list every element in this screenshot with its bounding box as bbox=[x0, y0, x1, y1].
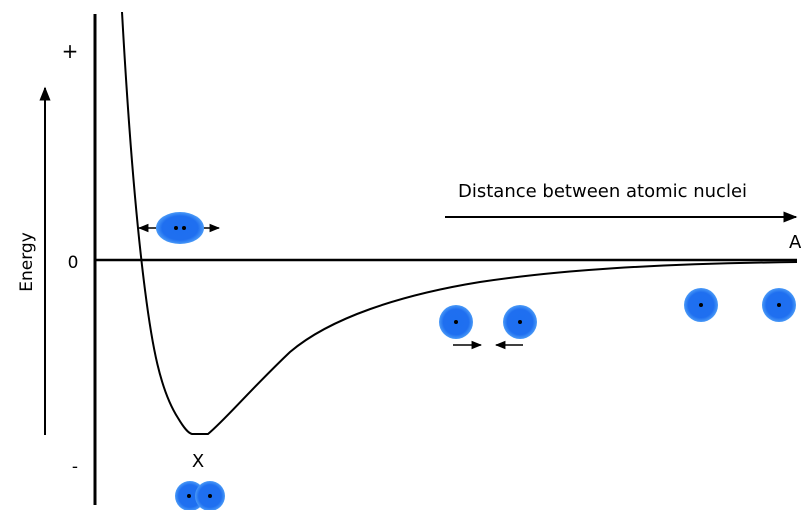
plus-label: + bbox=[62, 39, 79, 63]
separated-atoms bbox=[684, 288, 796, 322]
nucleus bbox=[174, 226, 178, 230]
nucleus bbox=[208, 494, 212, 498]
nucleus bbox=[454, 320, 458, 324]
nucleus bbox=[777, 303, 781, 307]
potential-energy-curve bbox=[121, 11, 798, 435]
minus-label: - bbox=[72, 457, 78, 477]
nucleus bbox=[518, 320, 522, 324]
attracting-atoms bbox=[439, 305, 537, 350]
nucleus bbox=[182, 226, 186, 230]
atom-overlap bbox=[156, 212, 204, 244]
point-x-label: X bbox=[192, 451, 204, 472]
nucleus bbox=[699, 303, 703, 307]
zero-label: 0 bbox=[68, 253, 79, 273]
nucleus bbox=[187, 494, 191, 498]
repulsion-molecule bbox=[137, 212, 221, 244]
bonded-molecule bbox=[175, 481, 225, 510]
point-a-label: A bbox=[789, 232, 801, 253]
distance-label: Distance between atomic nuclei bbox=[458, 181, 747, 202]
y-axis-label: Energy bbox=[17, 232, 37, 292]
